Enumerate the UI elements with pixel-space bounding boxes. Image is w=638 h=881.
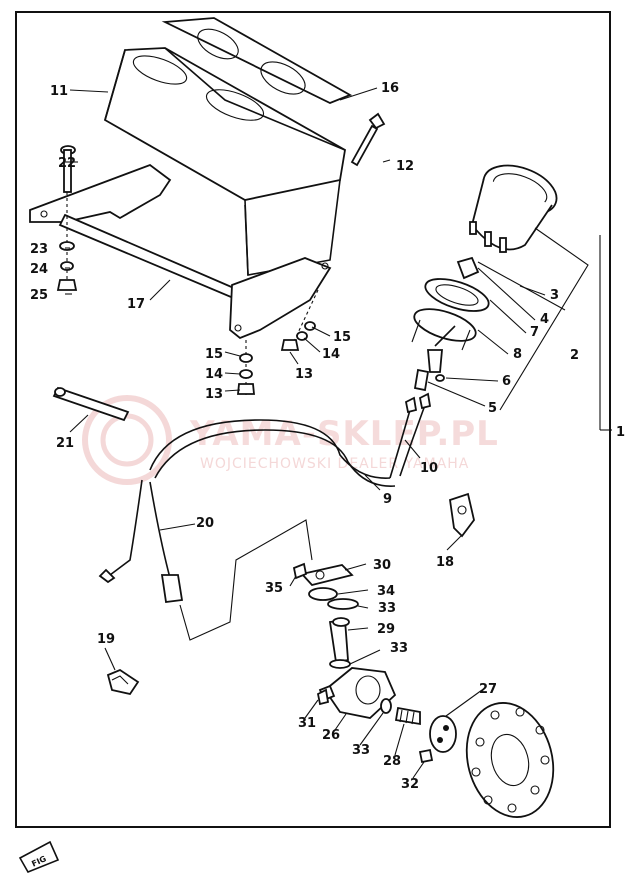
label-4: 4 [540,312,549,327]
label-2: 2 [570,348,579,363]
label-16: 16 [381,81,399,96]
label-23: 23 [30,242,48,257]
cable-20 [98,479,184,604]
label-22: 22 [58,156,76,171]
label-7: 7 [530,325,539,340]
label-25: 25 [30,288,48,303]
diagram-frame [15,11,611,828]
label-31: 31 [298,716,316,731]
screw-35 [292,562,308,580]
leader-lines [65,87,546,779]
fasteners-13-15-right [280,289,319,351]
watermark-title: YAMA-SKLEP.PL [189,414,499,454]
label-8: 8 [513,347,522,362]
label-33b: 33 [390,641,408,656]
label-6: 6 [502,374,511,389]
base-8 [411,308,477,351]
wire-harness-9-10 [149,392,432,487]
socket-6 [413,349,445,392]
label-15a: 15 [333,330,351,345]
label-32: 32 [401,777,419,792]
label-15b: 15 [205,347,223,362]
clamp-18 [449,492,475,538]
oil-seal-34 [308,587,338,601]
bolt-12 [350,112,386,167]
washer-33-mid [329,659,351,669]
label-34: 34 [377,584,395,599]
clip-19 [106,668,140,696]
watermark-logo [82,395,172,485]
label-33c: 33 [352,743,370,758]
bolt-32 [418,748,434,764]
wheel-hub [465,702,555,818]
label-24: 24 [30,262,48,277]
label-35: 35 [265,581,283,596]
label-18: 18 [436,555,454,570]
part-labels: 1 2 3 4 5 6 7 8 9 10 11 12 13 13 14 14 1… [30,81,625,792]
grommet-21 [52,386,130,422]
washer-23 [59,241,75,251]
watermark-subtitle: WOJCIECHOWSKI DEALER YAMAHA [200,456,469,472]
washer-24 [60,261,74,271]
label-13a: 13 [295,367,313,382]
label-10: 10 [420,461,438,476]
bolt-31 [316,688,330,706]
label-30: 30 [373,558,391,573]
label-13b: 13 [205,387,223,402]
label-29: 29 [377,622,395,637]
corner-badge: FIG [18,840,60,874]
gasket-7 [424,278,490,312]
label-5: 5 [488,401,497,416]
speedometer-3 [469,164,558,253]
label-11: 11 [50,84,68,99]
bracket-17 [29,163,332,340]
label-14a: 14 [322,347,340,362]
label-33a: 33 [378,601,396,616]
drive-gear-29 [328,617,350,664]
clutch-27 [429,715,457,753]
label-3: 3 [550,288,559,303]
label-12: 12 [396,159,414,174]
meter-cover-11 [103,47,346,276]
gear-28 [394,706,421,726]
label-27: 27 [479,682,497,697]
fasteners-13-15-left [237,340,255,395]
label-20: 20 [196,516,214,531]
washer-33-top [327,598,359,610]
lamp-4 [456,256,480,280]
label-26: 26 [322,728,340,743]
label-19: 19 [97,632,115,647]
nut-25 [56,279,78,291]
plate-30 [300,564,354,587]
washer-33-low [380,698,392,714]
label-28: 28 [383,754,401,769]
gasket-16 [161,17,353,104]
label-21: 21 [56,436,74,451]
label-14b: 14 [205,367,223,382]
label-1: 1 [616,425,625,440]
label-9: 9 [383,492,392,507]
label-17: 17 [127,297,145,312]
